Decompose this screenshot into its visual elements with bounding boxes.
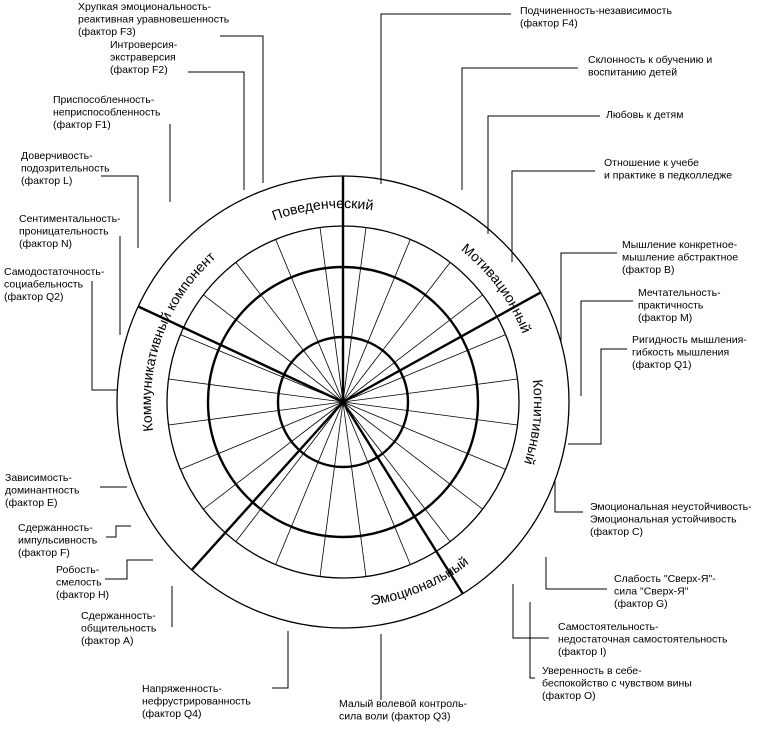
factor-label: Доверчивость-подозрительность(фактор L) <box>21 150 110 187</box>
factor-label: Эмоциональная неустойчивость-Эмоциональн… <box>590 501 752 538</box>
spoke <box>203 401 344 510</box>
leader-line <box>106 525 131 538</box>
spoke <box>342 378 518 403</box>
leader-line <box>220 35 264 183</box>
spoke <box>235 401 344 542</box>
leader-line <box>529 602 535 679</box>
segment-label-motivational: Мотивационный <box>459 240 535 335</box>
factor-label: Подчиненность-независимость(фактор F4) <box>520 5 672 30</box>
factor-label: Мышление конкретное-мышление абстрактное… <box>622 239 738 276</box>
factor-label: Напряженность-нефрустрированность(фактор… <box>142 683 251 720</box>
spoke <box>275 401 344 565</box>
factor-label: Любовь к детям <box>606 109 683 121</box>
leader-line <box>101 175 139 248</box>
spoke <box>235 262 344 403</box>
factor-label: Приспособленность-неприспособленность(фа… <box>53 94 161 131</box>
spoke <box>180 334 344 403</box>
leader-line <box>272 631 289 689</box>
segment-divider <box>341 401 464 595</box>
spoke <box>342 401 483 510</box>
spoke <box>342 401 451 542</box>
leader-line <box>512 584 549 639</box>
spoke <box>342 401 506 470</box>
spoke <box>342 401 367 577</box>
segment-divider <box>137 305 344 404</box>
factor-label: Слабость "Сверх-Я"-сила "Сверх-Я"(фактор… <box>614 573 716 610</box>
factor-label: Мечтательность-практичность(фактор M) <box>638 287 721 324</box>
wheel <box>116 175 570 629</box>
leader-line <box>105 559 153 580</box>
leader-line <box>511 170 595 262</box>
leader-line <box>554 480 583 513</box>
factor-label: Самодостаточность-социабельность(фактор … <box>4 266 105 303</box>
factor-label: Уверенность в себе-беспокойство с чувств… <box>542 665 692 702</box>
leader-line <box>560 252 617 342</box>
factor-labels: Хрупкая эмоциональность-реактивная уравн… <box>4 1 752 723</box>
leader-line <box>380 13 511 184</box>
spoke <box>342 239 411 403</box>
leader-line <box>487 115 600 234</box>
segment-divider <box>342 291 542 404</box>
factor-label: Сдержанность-импульсивность(фактор F) <box>18 522 98 559</box>
factor-label: Малый волевой контроль-сила воли (фактор… <box>339 698 467 723</box>
leader-line <box>568 348 627 445</box>
spoke <box>342 401 411 565</box>
spoke <box>319 227 344 403</box>
spoke <box>275 239 344 403</box>
spoke <box>319 401 344 577</box>
leader-line <box>545 557 607 590</box>
segment-label-cognitive: Когнитивный <box>521 379 547 467</box>
spoke <box>180 401 344 470</box>
segment-label-behavioral: Поведенческий <box>270 195 375 223</box>
leader-line <box>461 67 578 190</box>
factor-label: Ригидность мышления-гибкость мышления(фа… <box>632 334 747 371</box>
spoke <box>342 334 506 403</box>
spoke <box>203 294 344 403</box>
factor-label: Сдержанность-общительность(фактор A) <box>81 610 157 647</box>
factor-label: Самостоятельность-недостаточная самостоя… <box>558 621 728 658</box>
spoke <box>342 262 451 403</box>
factor-label: Хрупкая эмоциональность-реактивная уравн… <box>78 1 230 38</box>
factor-label: Интроверсия-экстраверсия(фактор F2) <box>110 39 178 76</box>
spoke <box>168 401 344 426</box>
leader-line <box>91 281 117 391</box>
spoke <box>342 401 518 426</box>
leader-line <box>580 300 633 396</box>
spoke <box>342 227 367 403</box>
segment-divider <box>190 401 344 571</box>
leader-line <box>188 71 245 190</box>
factor-label: Робость-смелость(фактор H) <box>56 564 109 601</box>
factor-label: Сентиментальность-проницательность(факто… <box>19 213 121 250</box>
spoke <box>342 294 483 403</box>
spoke <box>168 378 344 403</box>
factor-label: Зависимость-доминантность(фактор E) <box>5 472 80 509</box>
leader-lines <box>91 13 633 700</box>
